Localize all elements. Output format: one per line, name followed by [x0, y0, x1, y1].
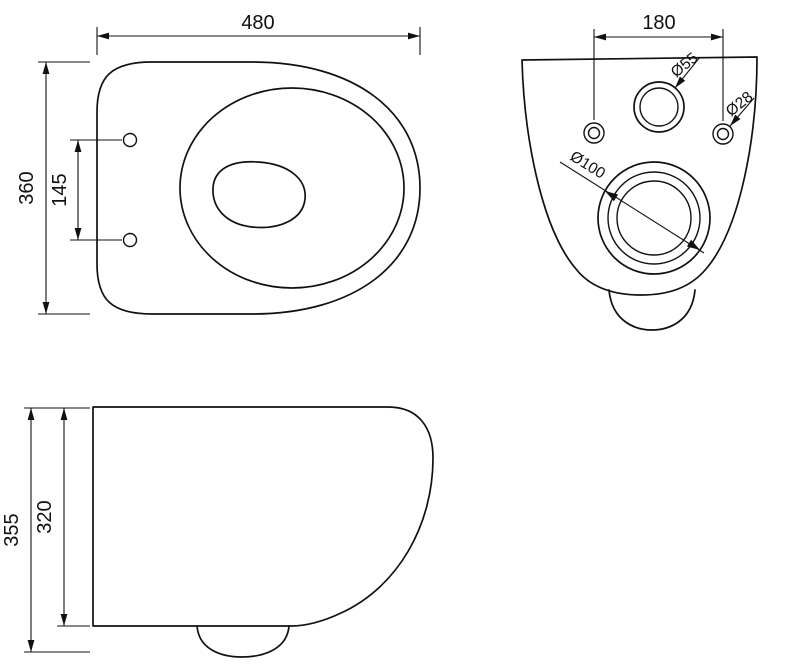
inlet-leader-line: [674, 56, 701, 89]
dim-body-height-320: 320: [34, 408, 90, 627]
bolt-hole-left-outer: [583, 122, 605, 144]
dim-hinge-spacing-145: 145: [49, 139, 122, 241]
bolt-hole-right-inner: [716, 127, 730, 141]
bolt-leader-line: [729, 97, 755, 127]
depth-label: 360: [16, 171, 38, 204]
outlet-diameter-label: Ø100: [567, 148, 608, 183]
outlet-diameter-line: [559, 161, 705, 254]
rear-view: 180 Ø55 Ø28 Ø100: [521, 12, 758, 331]
outlet-pipe-side-arc: [196, 625, 290, 658]
arrowhead-left: [605, 191, 619, 202]
bolt-diameter-callout: Ø28: [723, 88, 756, 127]
dim-depth-360: 360: [16, 61, 90, 315]
side-view: 355 320: [1, 406, 434, 658]
hinge-hole-top: [122, 132, 138, 148]
arrowhead-right: [686, 239, 700, 250]
overall-height-label: 355: [1, 513, 23, 546]
bolt-hole-right-outer: [712, 123, 734, 145]
water-surface-outline: [212, 160, 306, 229]
bolt-spacing-label: 180: [642, 12, 675, 34]
water-inlet-outer-circle: [633, 81, 685, 133]
toilet-body-outline: [96, 61, 421, 315]
hinge-spacing-label: 145: [49, 173, 71, 206]
toilet-side-outline: [92, 406, 434, 627]
hinge-hole-bottom: [122, 232, 138, 248]
outlet-inner-circle: [616, 180, 692, 256]
dim-bolt-spacing-180: 180: [593, 12, 724, 121]
top-view: 480 360 145: [16, 12, 421, 315]
outlet-outer-circle: [597, 161, 711, 275]
dim-overall-height-355: 355: [1, 407, 90, 653]
outlet-middle-circle: [607, 171, 701, 265]
seat-opening-outline: [179, 87, 405, 289]
outlet-pipe-arc: [608, 289, 696, 331]
toilet-rear-outline: [521, 56, 758, 296]
inlet-diameter-callout: Ø55: [668, 49, 701, 89]
dim-width-480: 480: [96, 12, 421, 55]
width-label: 480: [241, 12, 274, 34]
bolt-hole-left-inner: [587, 126, 601, 140]
water-inlet-inner-circle: [639, 87, 679, 127]
body-height-label: 320: [34, 500, 56, 533]
outlet-diameter-callout: Ø100: [559, 148, 705, 254]
